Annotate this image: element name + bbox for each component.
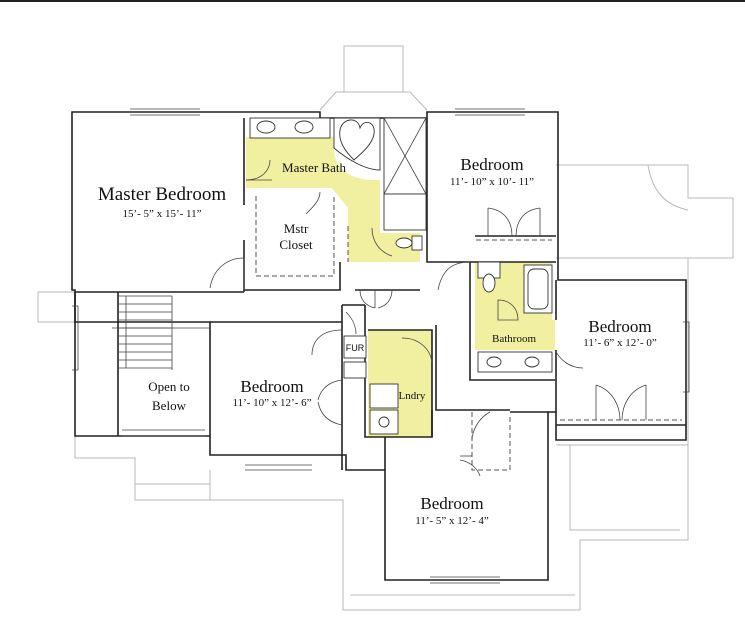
labels: Master Bedroom 15’- 5” x 15’- 11” Master… <box>98 155 657 527</box>
bedroom-bottom-dims: 11’- 5” x 12’- 4” <box>415 515 489 527</box>
walls <box>71 111 687 581</box>
windows <box>72 108 690 584</box>
bedroom-right-name: Bedroom <box>588 317 651 336</box>
bedroom-top-dims: 11’- 10” x 10’- 11” <box>450 176 534 188</box>
open-to-below-line2: Below <box>152 398 187 413</box>
open-to-below-line1: Open to <box>148 379 190 394</box>
bedroom-mid-name: Bedroom <box>240 377 303 396</box>
furnace-label: FUR <box>346 343 365 353</box>
bedroom-right-dims: 11’- 6” x 12’- 0” <box>583 337 657 349</box>
master-bath-name: Master Bath <box>282 160 346 175</box>
fixtures <box>249 117 553 435</box>
master-closet-line1: Mstr <box>284 221 309 236</box>
exterior-outline <box>37 45 734 611</box>
laundry-name: Lndry <box>399 390 426 402</box>
closets <box>255 196 682 471</box>
master-bedroom-dims: 15’- 5” x 15’- 11” <box>122 208 201 220</box>
bedroom-bottom-name: Bedroom <box>420 494 483 513</box>
bedroom-top-name: Bedroom <box>460 155 523 174</box>
bathroom-name: Bathroom <box>492 333 536 345</box>
master-bedroom-name: Master Bedroom <box>98 184 226 205</box>
doors <box>209 159 647 477</box>
bedroom-mid-dims: 11’- 10” x 12’- 6” <box>232 397 311 409</box>
master-closet-line2: Closet <box>279 237 313 252</box>
stairs <box>112 295 210 437</box>
master-bath-fill <box>246 137 420 262</box>
